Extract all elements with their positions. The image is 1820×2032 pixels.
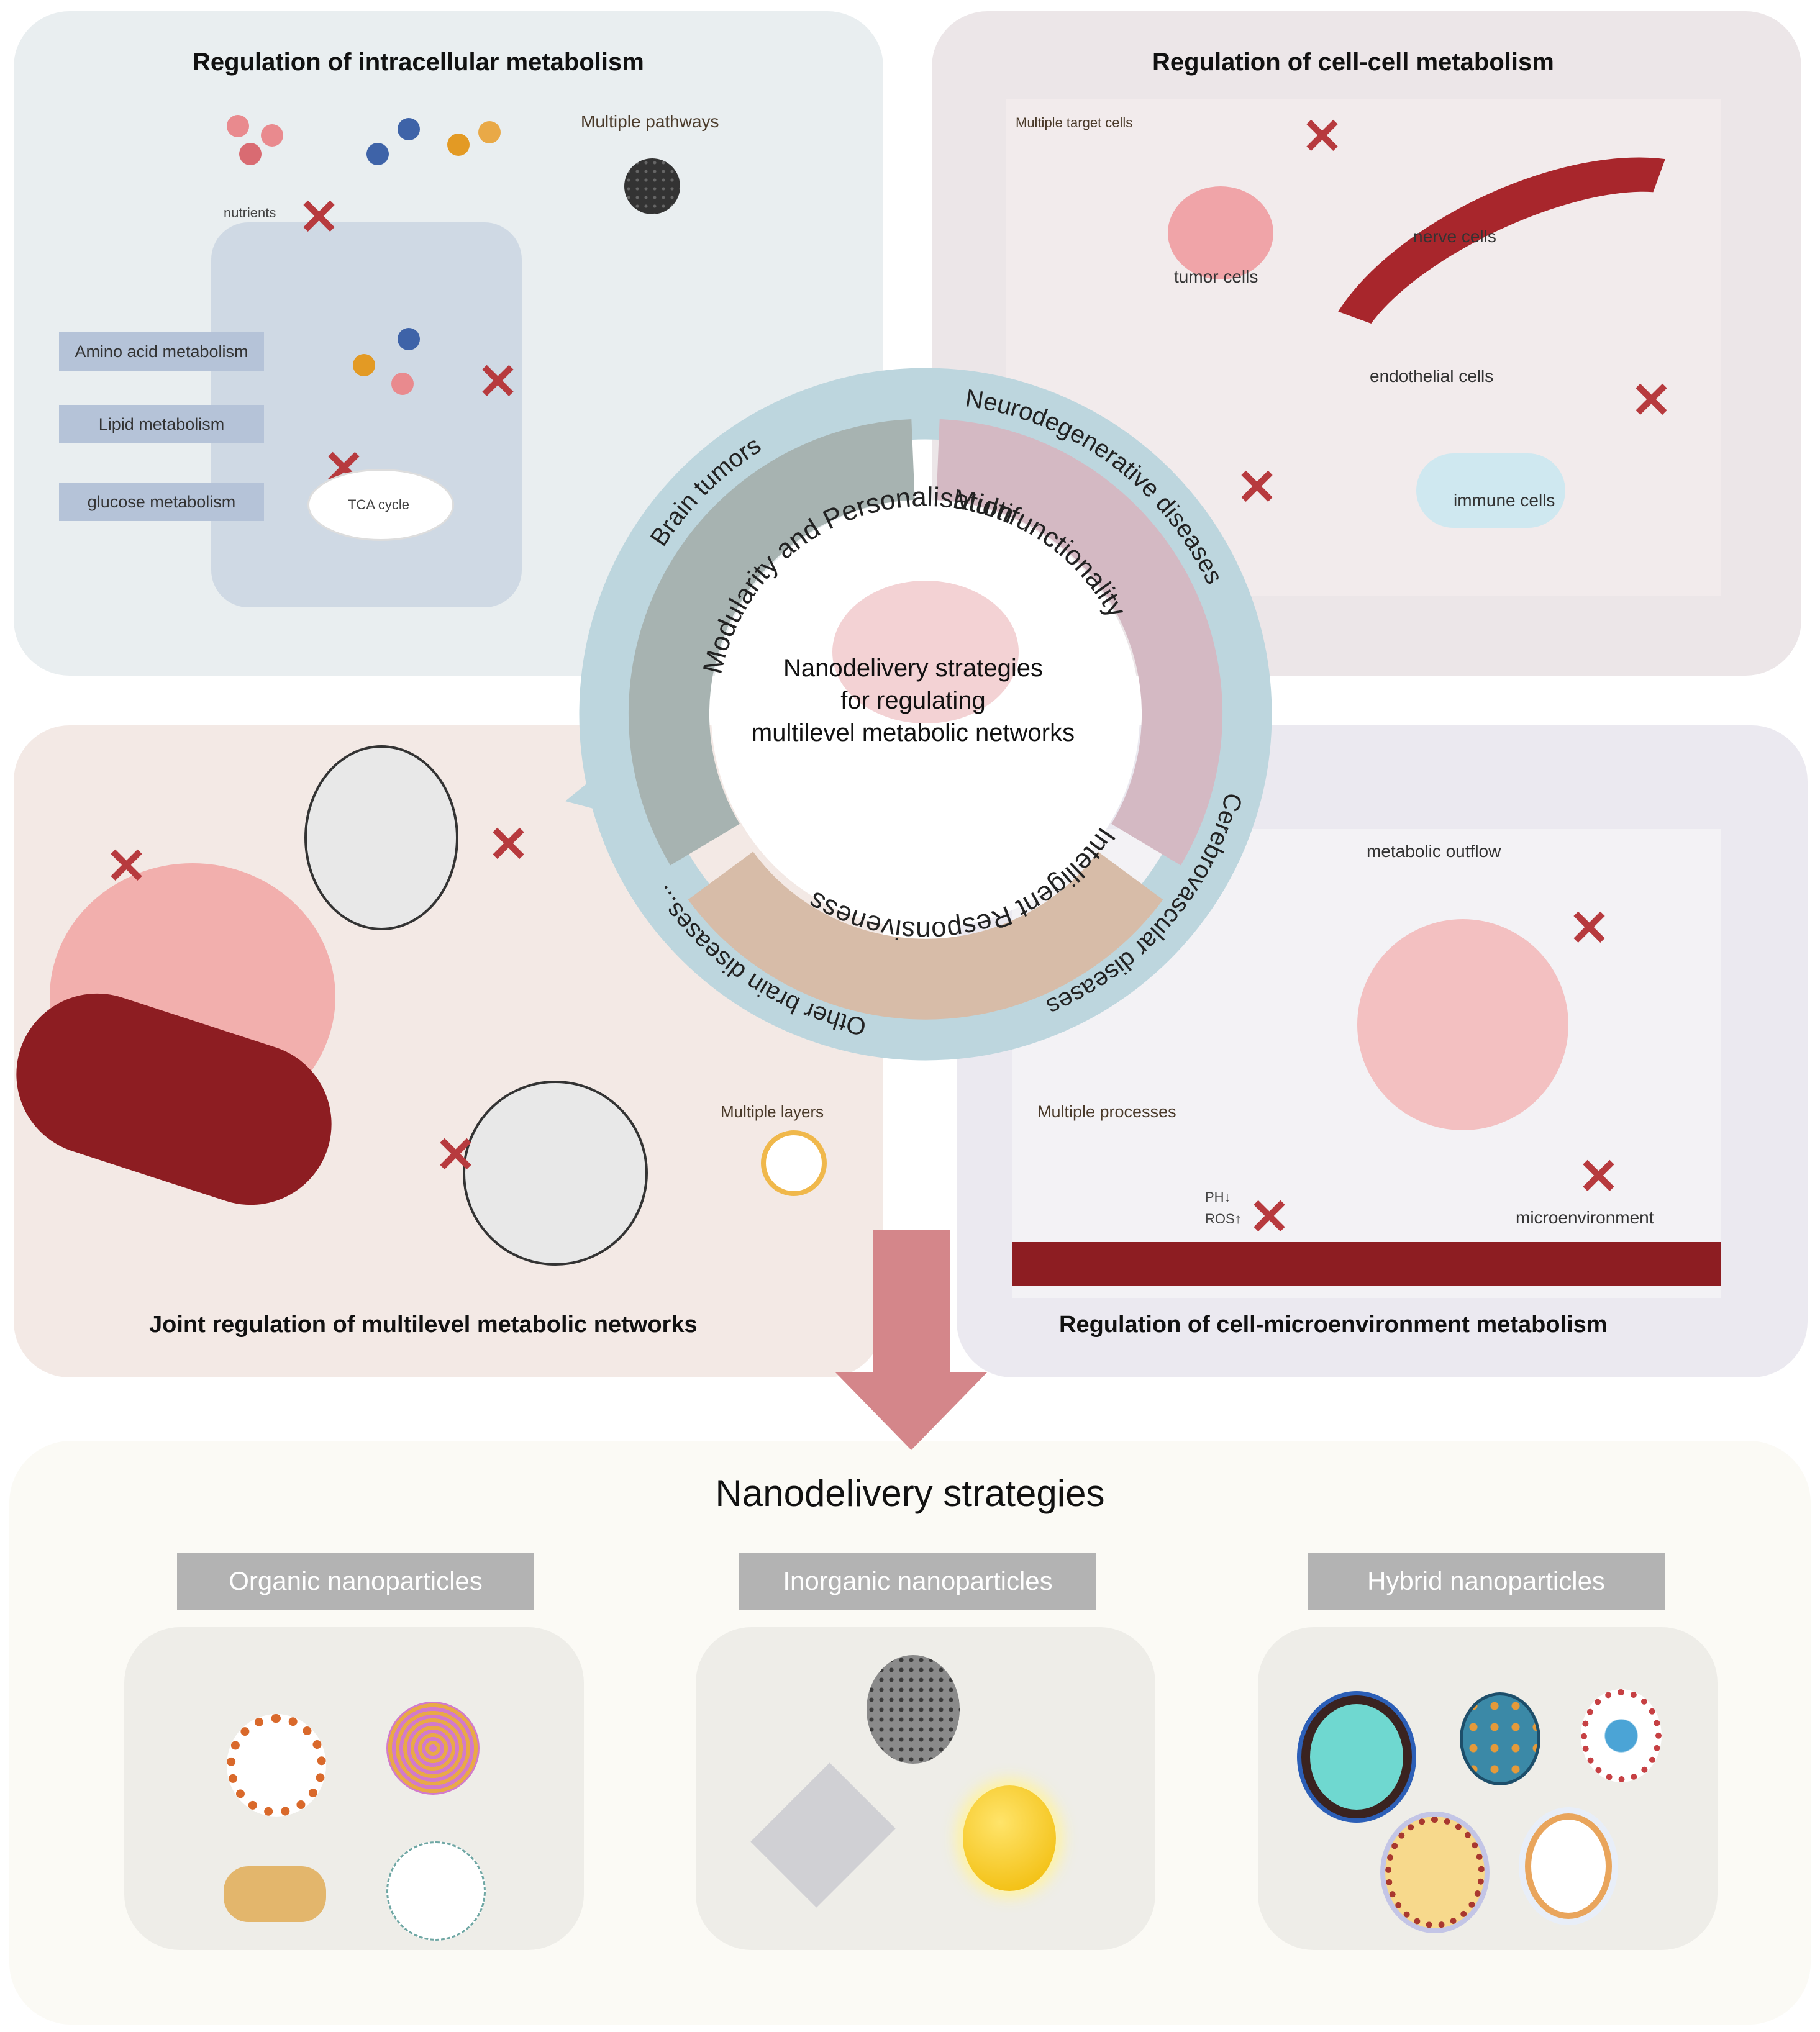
microenvironment-title: Regulation of cell-microenvironment meta… [1059,1312,1608,1338]
inner-segment-modularity [628,419,916,866]
mesoporous-silica-icon [867,1655,960,1764]
nutrient-dot [261,124,283,147]
liposome-icon [227,1714,326,1817]
block-x-icon: ✕ [1631,373,1673,428]
cell-interaction-inset [304,745,458,930]
layered-nanoparticle-icon [761,1130,827,1196]
block-x-icon: ✕ [435,1127,477,1182]
center-title-line: multilevel metabolic networks [751,719,1075,746]
cell-cell-title: Regulation of cell-cell metabolism [1152,48,1554,76]
metabolism-type: glucose metabolism [59,483,264,521]
ph-label: PH↓ [1205,1189,1231,1205]
nutrient-dot [227,115,249,137]
nutrient-dot [447,134,470,156]
metabolism-type: Lipid metabolism [59,405,264,443]
dendrimer-icon [386,1841,486,1941]
metabolism-type: Amino acid metabolism [59,332,264,371]
category-label-inorganic: Inorganic nanoparticles [739,1553,1096,1610]
immune-cells-icon [1416,453,1565,528]
multiple-layers-label: Multiple layers [721,1102,824,1121]
block-x-icon: ✕ [488,817,530,872]
block-x-icon: ✕ [1578,1149,1620,1204]
intracellular-title: Regulation of intracellular metabolism [193,48,644,76]
center-title-line: Nanodelivery strategies [783,655,1043,682]
doped-hybrid-icon [1460,1692,1540,1785]
metabolite-dot [353,354,375,376]
mitochondrion-icon [307,469,454,541]
center-title: Nanodelivery strategies for regulating m… [733,652,1093,749]
multiple-pathways-label: Multiple pathways [581,112,719,131]
gold-nanoparticle-icon [963,1785,1056,1891]
arrow-shaft [873,1230,950,1372]
category-label-hybrid: Hybrid nanoparticles [1308,1553,1665,1610]
metabolite-dot [398,328,420,350]
center-title-line: for regulating [840,687,986,714]
tumor-cells-icon [1168,186,1273,279]
tumor-mass-icon [1357,919,1568,1130]
tca-cycle-label: TCA cycle [348,497,410,512]
ros-label: ROS↑ [1205,1211,1242,1227]
lipid-coated-hybrid-icon [1581,1689,1662,1782]
cell-label: endothelial cells [1370,366,1494,386]
block-x-icon: ✕ [1301,109,1344,164]
inner-segment-multifunctionality [935,419,1223,866]
category-label-organic: Organic nanoparticles [177,1553,534,1610]
blood-vessel-icon [1012,1242,1721,1286]
cell-label: immune cells [1454,491,1555,510]
organic-nanoparticles-box [124,1627,584,1950]
vesicle-hybrid-icon [1525,1813,1612,1919]
block-x-icon: ✕ [298,189,340,245]
cell-label: nerve cells [1413,227,1496,246]
membrane-coated-hybrid-icon [1385,1817,1485,1928]
nutrient-dot [239,143,262,165]
cell-label: tumor cells [1174,267,1258,286]
outer-ring [579,368,1272,1061]
nutrients-label: nutrients [224,205,276,220]
multiple-processes-label: Multiple processes [1037,1102,1176,1121]
brain-icon [832,581,1019,723]
microenvironment-label: microenvironment [1516,1208,1654,1227]
polymeric-nanoparticle-icon [386,1702,480,1795]
nanodelivery-strategies-title: Nanodelivery strategies [715,1472,1105,1514]
joint-regulation-title: Joint regulation of multilevel metabolic… [149,1312,698,1338]
block-x-icon: ✕ [1568,900,1611,956]
metabolite-dot [391,373,414,395]
nutrient-dot [478,121,501,143]
multiple-target-cells-label: Multiple target cells [1016,115,1133,130]
mitochondria-pathway-inset [463,1081,648,1266]
nutrient-dot [366,143,389,165]
block-x-icon: ✕ [1236,460,1278,515]
core-shell-hybrid-icon [1301,1695,1412,1818]
inner-segment-responsiveness [688,851,1163,1020]
block-x-icon: ✕ [477,354,519,409]
block-x-icon: ✕ [106,838,148,894]
mesoporous-nanoparticle-icon [624,158,680,214]
nutrient-dot [398,118,420,140]
lipid-disc-icon [224,1866,326,1922]
down-arrow-icon [835,1372,987,1450]
metabolic-outflow-label: metabolic outflow [1367,841,1501,861]
block-x-icon: ✕ [1249,1189,1291,1245]
central-ring-diagram: Brain tumors Neurodegenerative diseases … [565,368,1272,1061]
